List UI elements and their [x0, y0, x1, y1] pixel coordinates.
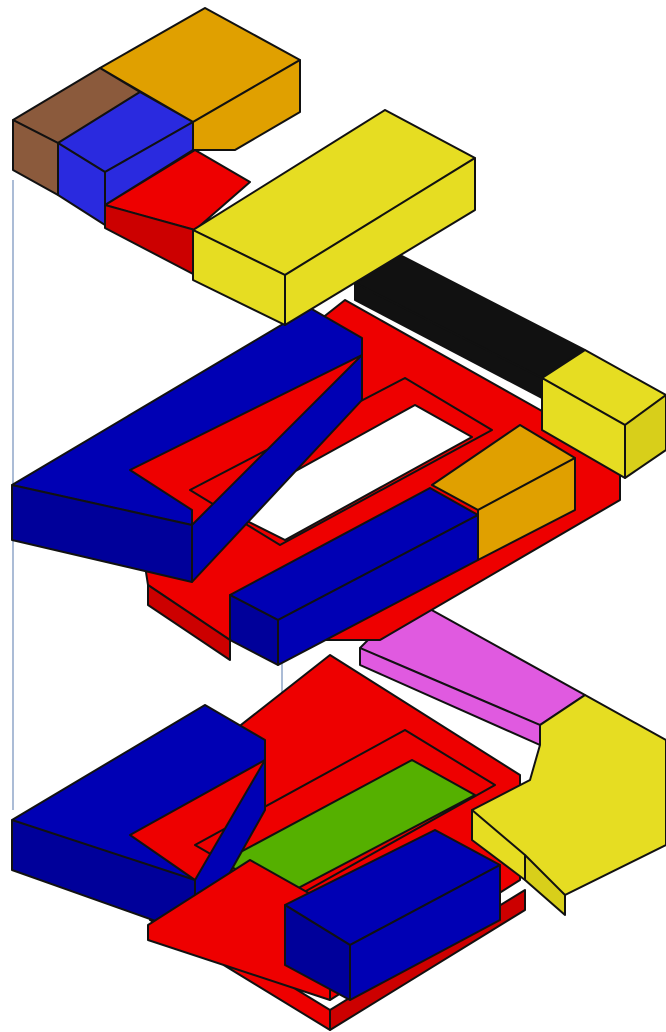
- middle-layer: [12, 255, 666, 665]
- bottom-layer: [12, 598, 666, 1030]
